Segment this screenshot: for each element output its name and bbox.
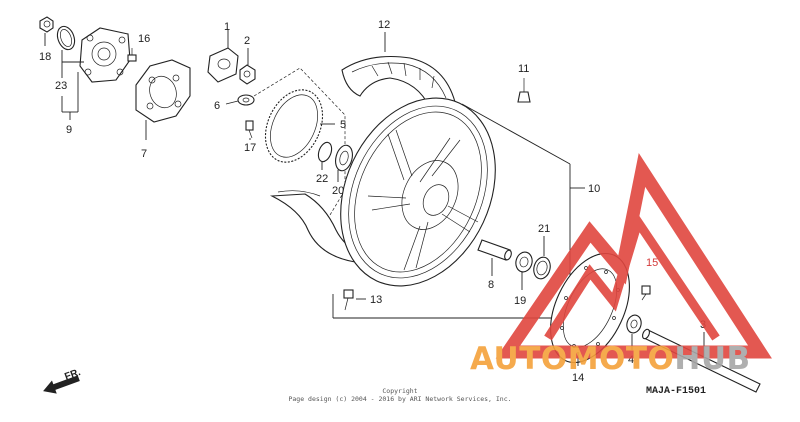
part-label-1[interactable]: 1 xyxy=(224,21,230,33)
front-direction-arrow xyxy=(43,375,80,394)
part-15-bolt[interactable] xyxy=(641,285,651,301)
part-22-circlip[interactable] xyxy=(316,141,334,164)
part-11-valve[interactable] xyxy=(517,78,531,103)
part-6-washer[interactable] xyxy=(237,94,255,106)
part-23-o-ring[interactable] xyxy=(54,24,77,52)
part-label-14[interactable]: 14 xyxy=(572,372,584,384)
part-label-9[interactable]: 9 xyxy=(66,124,72,136)
part-17-bolt[interactable] xyxy=(245,120,254,139)
automotohub-watermark: AUTOMOTOHUB xyxy=(470,153,772,377)
diagram-code: MAJA-F1501 xyxy=(646,386,706,397)
part-label-8[interactable]: 8 xyxy=(488,279,494,291)
part-label-4[interactable]: 4 xyxy=(628,354,634,366)
part-16-bolt[interactable] xyxy=(127,48,137,62)
front-direction-label: FR. xyxy=(63,367,82,383)
part-2-nut[interactable] xyxy=(239,64,256,85)
part-13-bolt[interactable] xyxy=(343,289,354,311)
part-10-rear-wheel[interactable] xyxy=(311,73,524,311)
part-label-13[interactable]: 13 xyxy=(370,294,382,306)
part-label-17[interactable]: 17 xyxy=(244,142,256,154)
part-label-20[interactable]: 20 xyxy=(332,185,344,197)
part-label-22[interactable]: 22 xyxy=(316,173,328,185)
part-label-15[interactable]: 15 xyxy=(646,257,658,269)
part-7-sprocket[interactable] xyxy=(135,59,191,123)
part-4-collar[interactable] xyxy=(625,313,643,334)
part-19-bearing[interactable] xyxy=(514,250,535,273)
part-label-2[interactable]: 2 xyxy=(244,35,250,47)
part-label-23[interactable]: 23 xyxy=(55,80,67,92)
copyright-line-2: Page design (c) 2004 - 2016 by ARI Netwo… xyxy=(288,395,511,403)
part-label-7[interactable]: 7 xyxy=(141,148,147,160)
part-5-damper-ring[interactable] xyxy=(254,81,333,172)
watermark-text-a: AUTOMOTO xyxy=(470,341,674,377)
svg-text:AUTOMOTOHUB: AUTOMOTOHUB xyxy=(470,341,751,377)
part-label-21[interactable]: 21 xyxy=(538,223,550,235)
part-label-6[interactable]: 6 xyxy=(214,100,220,112)
part-8-collar[interactable] xyxy=(477,239,513,261)
part-18-nut[interactable] xyxy=(39,16,54,33)
part-20-bearing[interactable] xyxy=(333,143,355,172)
part-1-damper-holder[interactable] xyxy=(207,47,239,83)
part-9-driven-flange[interactable] xyxy=(79,27,131,83)
part-label-10[interactable]: 10 xyxy=(588,183,600,195)
part-21-dust-seal[interactable] xyxy=(531,255,552,280)
part-label-5[interactable]: 5 xyxy=(340,119,346,131)
part-label-18[interactable]: 18 xyxy=(39,51,51,63)
part-label-19[interactable]: 19 xyxy=(514,295,526,307)
part-label-11[interactable]: 11 xyxy=(518,63,529,75)
part-label-16[interactable]: 16 xyxy=(138,33,150,45)
watermark-text-b: HUB xyxy=(674,341,750,377)
copyright-line-1: Copyright xyxy=(382,387,417,395)
part-label-12[interactable]: 12 xyxy=(378,19,390,31)
